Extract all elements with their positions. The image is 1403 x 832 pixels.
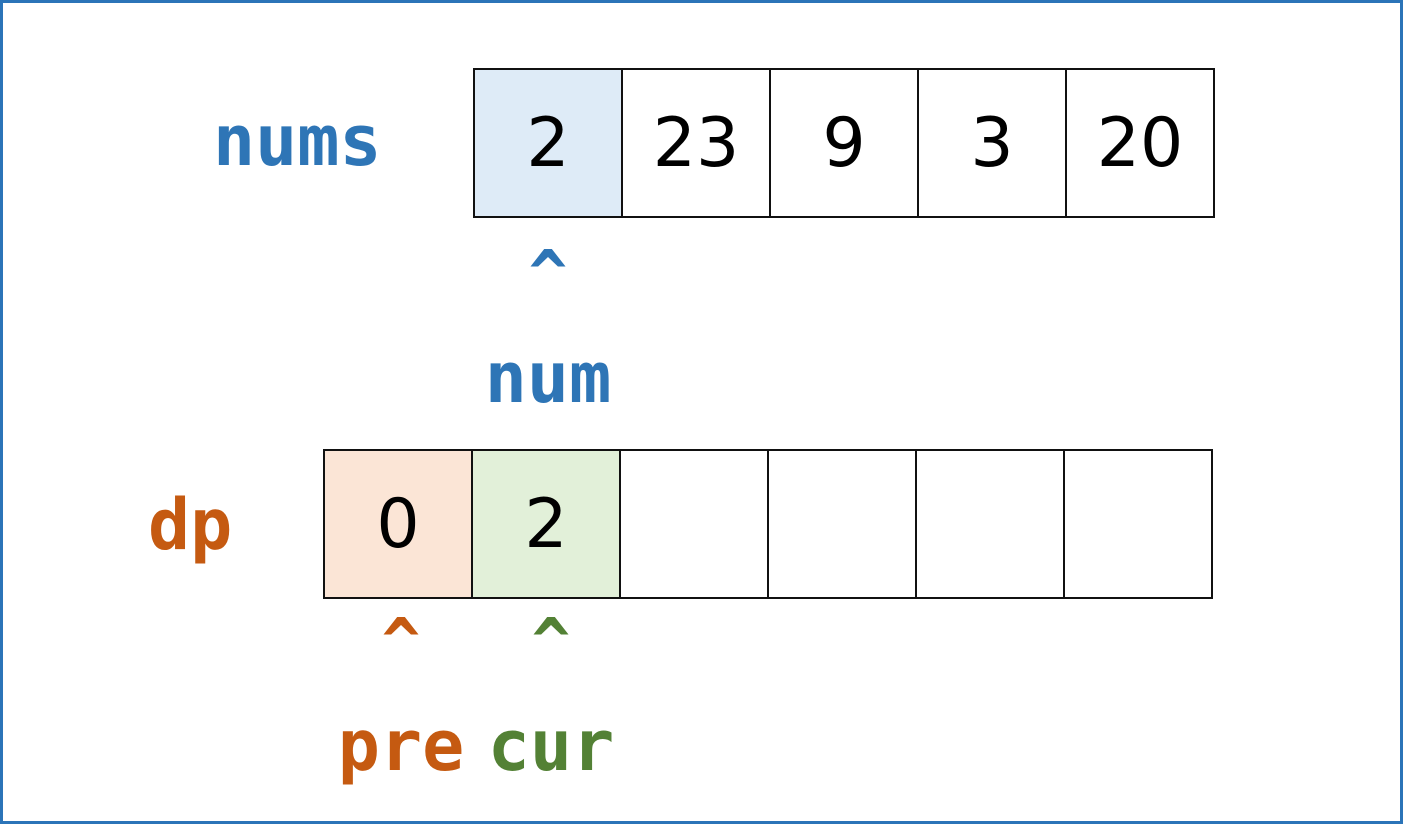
dp-cell-4 bbox=[915, 449, 1065, 599]
dp-cell-2 bbox=[619, 449, 769, 599]
cur-pointer-label: cur bbox=[487, 705, 615, 787]
nums-cell-2: 9 bbox=[769, 68, 919, 218]
dp-cell-3 bbox=[767, 449, 917, 599]
nums-label: nums bbox=[213, 100, 382, 182]
num-pointer-caret: ^ bbox=[528, 238, 568, 312]
nums-cell-0: 2 bbox=[473, 68, 623, 218]
dp-cell-1: 2 bbox=[471, 449, 621, 599]
num-pointer-label: num bbox=[484, 337, 612, 419]
pre-pointer-label: pre bbox=[337, 705, 465, 787]
dp-cell-0: 0 bbox=[323, 449, 473, 599]
dp-label: dp bbox=[148, 484, 233, 566]
pre-pointer-caret: ^ bbox=[381, 606, 421, 680]
nums-cell-3: 3 bbox=[917, 68, 1067, 218]
dp-cell-5 bbox=[1063, 449, 1213, 599]
nums-array: 2 23 9 3 20 bbox=[473, 68, 1215, 218]
nums-cell-1: 23 bbox=[621, 68, 771, 218]
cur-pointer-caret: ^ bbox=[531, 606, 571, 680]
dp-array: 0 2 bbox=[323, 449, 1213, 599]
nums-cell-4: 20 bbox=[1065, 68, 1215, 218]
